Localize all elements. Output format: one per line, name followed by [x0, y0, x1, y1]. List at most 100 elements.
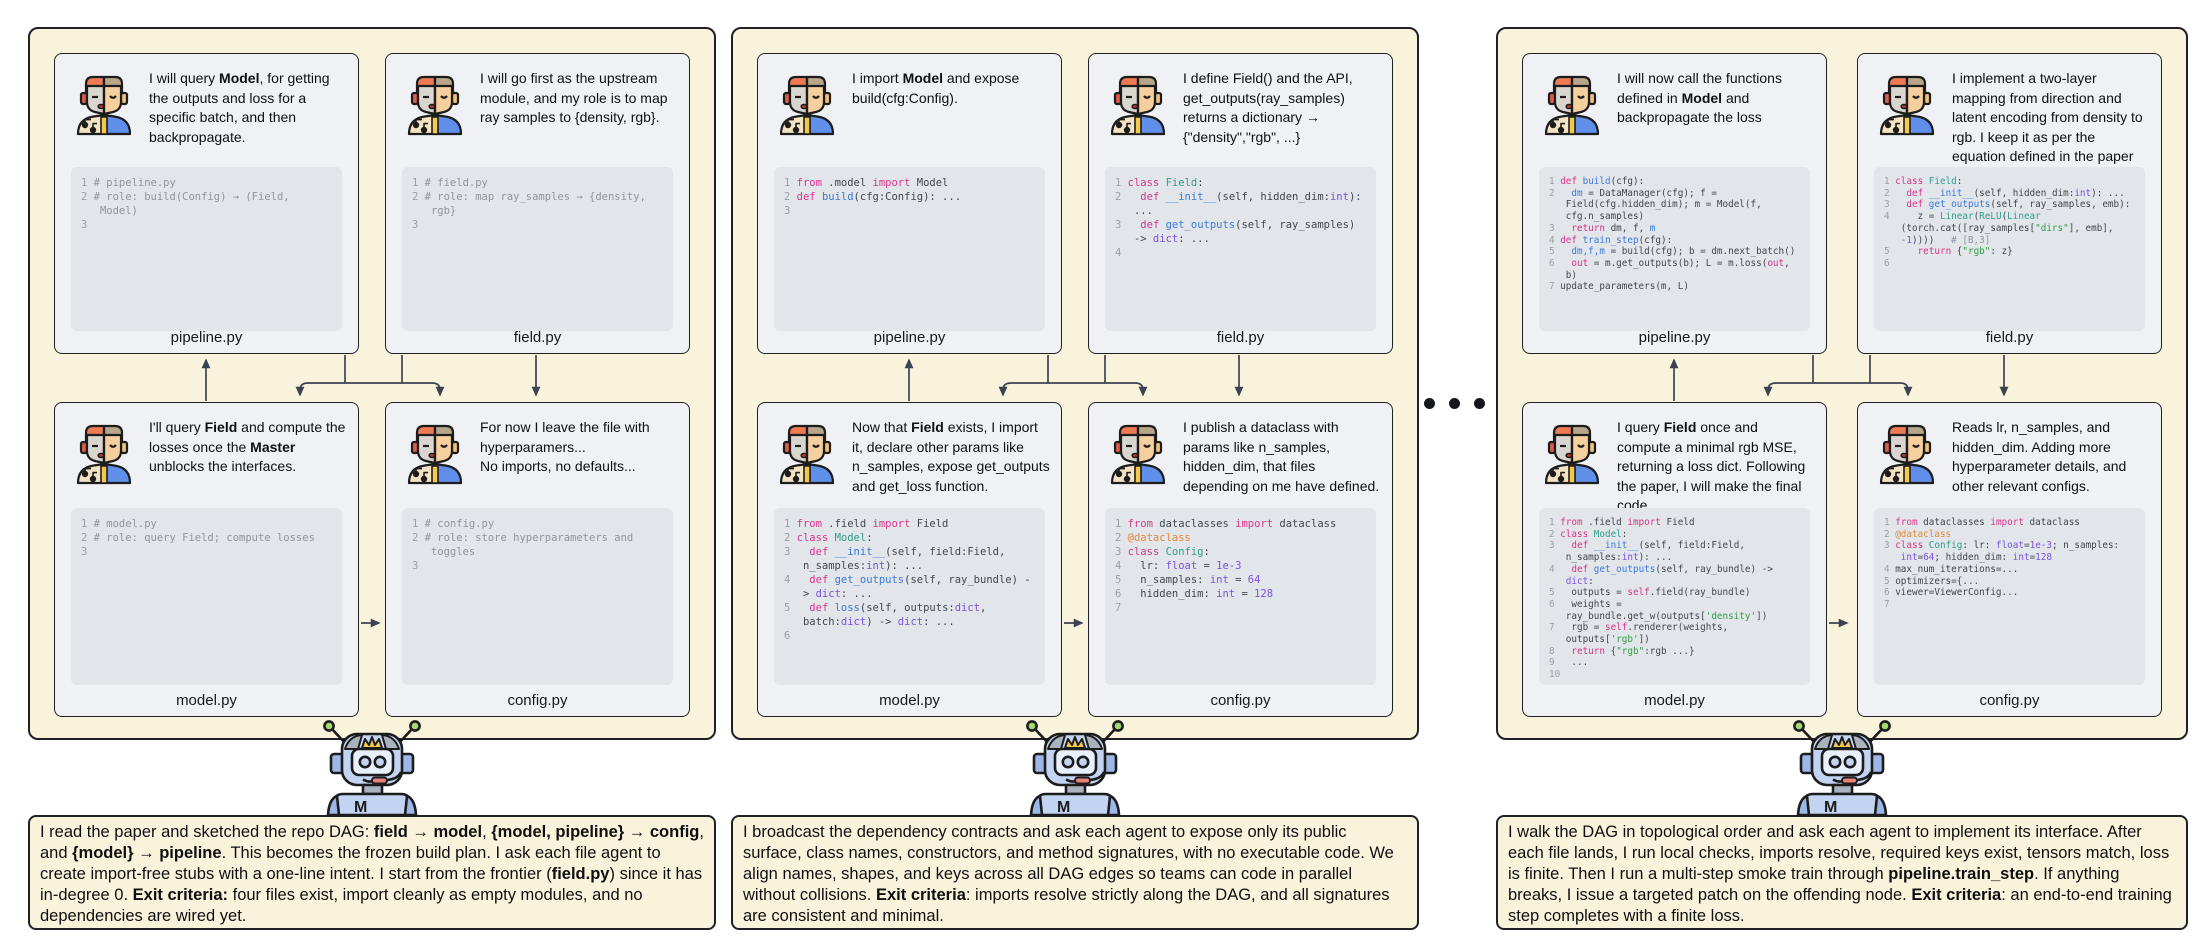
text-segment: Field	[911, 419, 944, 435]
code-token: ; n_samples:	[2051, 540, 2125, 552]
line-number: 3	[412, 219, 419, 231]
line-number: 2	[1549, 528, 1555, 540]
code-line: 4 lr: float = 1e-3	[1115, 559, 1366, 573]
line-number: 3	[784, 205, 791, 217]
code-token: # model.py	[93, 518, 157, 530]
code-token: int	[866, 560, 886, 572]
code-token: self	[1604, 622, 1628, 634]
code-token	[1560, 188, 1571, 199]
code-token: outputs =	[1560, 587, 1628, 599]
agent-panel-contracts: I import Model and expose build(cfg:Conf…	[731, 27, 1419, 740]
line-number: 2	[1549, 187, 1555, 199]
code-token: from	[1895, 517, 1918, 528]
code-token: return	[1571, 645, 1605, 657]
code-token: (self, ray_bundle) ->	[802, 574, 1031, 600]
code-token: from	[796, 177, 822, 189]
code-token: ])	[1756, 610, 1768, 622]
code-token: lr:	[1127, 560, 1166, 572]
code-token: dataclass	[2023, 517, 2080, 528]
text-segment: Exit criteria	[1911, 886, 2002, 904]
code-line: 3	[412, 218, 663, 232]
code-token: Model	[834, 532, 867, 544]
code-line: 6 hidden_dim: int = 128	[1115, 587, 1366, 601]
text-segment: : imports resolve strictly along the DAG…	[743, 886, 1390, 925]
line-number: 1	[1884, 517, 1890, 528]
code-token: max_num_iterations=...	[1895, 563, 2019, 575]
text-segment: Master	[250, 438, 296, 455]
line-number: 4	[784, 574, 791, 586]
agent-speech: I will now call the functions defined in…	[1617, 69, 1815, 128]
code-token: .field(ray_bundle)	[1649, 587, 1751, 599]
agent-panel-plan: I will query Model, for getting the outp…	[28, 27, 716, 740]
agent-card-field: I define Field() and the API, get_output…	[1088, 53, 1393, 354]
code-token: train_step	[1582, 234, 1639, 246]
code-token: dataclass	[1273, 518, 1337, 530]
code-line: 2# role: store hyperparameters and toggl…	[412, 531, 663, 559]
code-token	[1560, 540, 1571, 551]
code-line: 4	[1115, 246, 1366, 260]
code-line: 6 weights = ray_bundle.get_w(outputs['de…	[1549, 599, 1800, 622]
text-segment: , for getting the outputs and loss for a…	[149, 70, 330, 145]
code-token: :	[1621, 528, 1628, 540]
line-number: 1	[1884, 176, 1890, 187]
line-number: 6	[1549, 598, 1555, 610]
code-token: def	[1140, 191, 1160, 203]
text-segment: and expose build(cfg:Config).	[852, 70, 1020, 106]
code-token: @dataclass	[1895, 528, 1952, 540]
line-number: 3	[1549, 222, 1555, 234]
cyborg-agent-avatar-icon	[775, 72, 839, 136]
line-number: 6	[1884, 587, 1890, 599]
line-number: 4	[1115, 560, 1122, 572]
code-line: 2 def __init__(self, hidden_dim:int): ..…	[1115, 190, 1366, 218]
text-segment: Field	[1663, 419, 1697, 435]
text-segment: . This becomes the frozen build plan. I …	[40, 844, 661, 883]
code-line: 3 return dm, f, m	[1549, 223, 1800, 235]
code-token: class	[1560, 528, 1589, 540]
edge-bus-to-config	[1899, 382, 1913, 397]
code-line: 3 def get_outputs(self, ray_samples, emb…	[1884, 199, 2135, 211]
code-token: (self, ray_samples, emb):	[1990, 199, 2131, 211]
code-token: (	[1973, 211, 1980, 223]
code-token: (self, hidden_dim:	[1973, 187, 2075, 199]
code-token: build	[821, 191, 854, 203]
code-line: 5 dm,f,m = build(cfg); b = dm.next_batch…	[1549, 246, 1800, 258]
file-name-label: model.py	[879, 692, 940, 709]
line-number: 1	[81, 177, 88, 189]
code-token: : ...	[923, 616, 955, 628]
code-line: 1# pipeline.py	[81, 176, 332, 190]
svg-text:M: M	[354, 799, 367, 816]
code-line: 3 def __init__(self, field:Field, n_samp…	[784, 545, 1035, 573]
code-token: get_outputs	[1928, 199, 1991, 211]
text-segment: Model	[219, 70, 260, 86]
code-line: 4 z = Linear(ReLU(Linear (torch.cat([ray…	[1884, 211, 2135, 246]
cyborg-agent-avatar-icon	[1540, 421, 1604, 485]
code-token: import	[872, 518, 911, 530]
text-segment: I broadcast the dependency contracts and…	[743, 823, 1394, 904]
code-token: from	[796, 518, 822, 530]
file-name-label: pipeline.py	[873, 329, 946, 346]
master-caption-plan: I read the paper and sketched the repo D…	[28, 815, 716, 930]
line-number: 5	[1115, 574, 1122, 586]
file-name-label: pipeline.py	[1638, 329, 1711, 346]
code-token: (cfg:Config): ...	[853, 191, 962, 203]
text-segment: Model	[1681, 89, 1723, 106]
code-token: dict	[840, 616, 867, 628]
cyborg-agent-avatar-icon	[1540, 72, 1604, 136]
line-number: 2	[412, 191, 419, 203]
code-token: __init__	[1928, 187, 1974, 199]
code-token: ): ...	[1638, 552, 1673, 564]
code-token: ))))	[1911, 234, 1952, 246]
code-line: 6 out = m.get_outputs(b); L = m.loss(out…	[1549, 258, 1800, 281]
code-line: 4 def get_outputs(self, ray_bundle) -> d…	[784, 573, 1035, 601]
cyborg-agent-avatar-icon	[1875, 421, 1939, 485]
line-number: 5	[1884, 246, 1890, 258]
text-segment: {model} → pipeline	[72, 844, 222, 862]
code-token: float	[1995, 540, 2024, 552]
line-number: 2	[784, 191, 791, 203]
code-token: def	[809, 574, 829, 586]
agent-speech: I will go first as the upstream module, …	[480, 69, 678, 128]
text-segment: Field	[204, 419, 238, 435]
